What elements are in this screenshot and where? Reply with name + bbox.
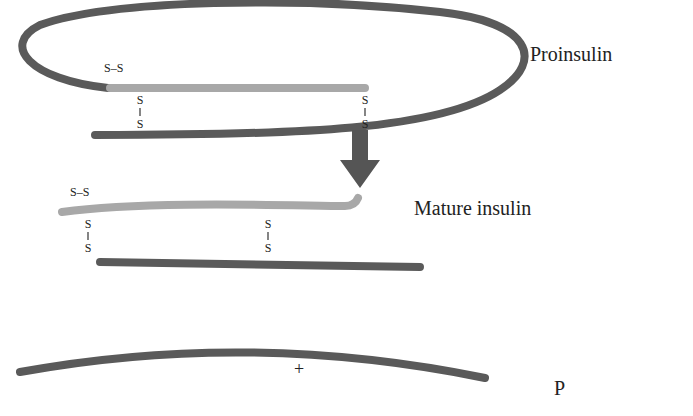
down-arrow <box>340 130 380 188</box>
sulfur-label: S <box>82 242 94 254</box>
molecule-label: P <box>554 378 565 398</box>
sulfur-label: S <box>134 118 146 130</box>
bond-bar <box>364 108 365 116</box>
b-chain-loop <box>22 2 524 135</box>
sulfur-label: S <box>262 242 274 254</box>
c-peptide <box>20 352 485 378</box>
molecule-label: Proinsulin <box>530 44 612 64</box>
sulfur-label: S <box>262 218 274 230</box>
a-chain <box>110 84 365 92</box>
bond-bar <box>87 232 88 240</box>
sulfur-label: S <box>359 94 371 106</box>
sulfur-label: S <box>359 118 371 130</box>
sulfur-label: S <box>134 94 146 106</box>
a-chain <box>62 198 358 212</box>
bond-bar <box>267 232 268 240</box>
b-chain <box>100 262 420 267</box>
bond-bar <box>139 108 140 116</box>
disulfide-label: S–S <box>104 62 123 74</box>
disulfide-label: S–S <box>70 186 89 198</box>
sulfur-label: S <box>82 218 94 230</box>
plus-sign: + <box>294 360 304 378</box>
molecule-label: Mature insulin <box>414 198 531 218</box>
